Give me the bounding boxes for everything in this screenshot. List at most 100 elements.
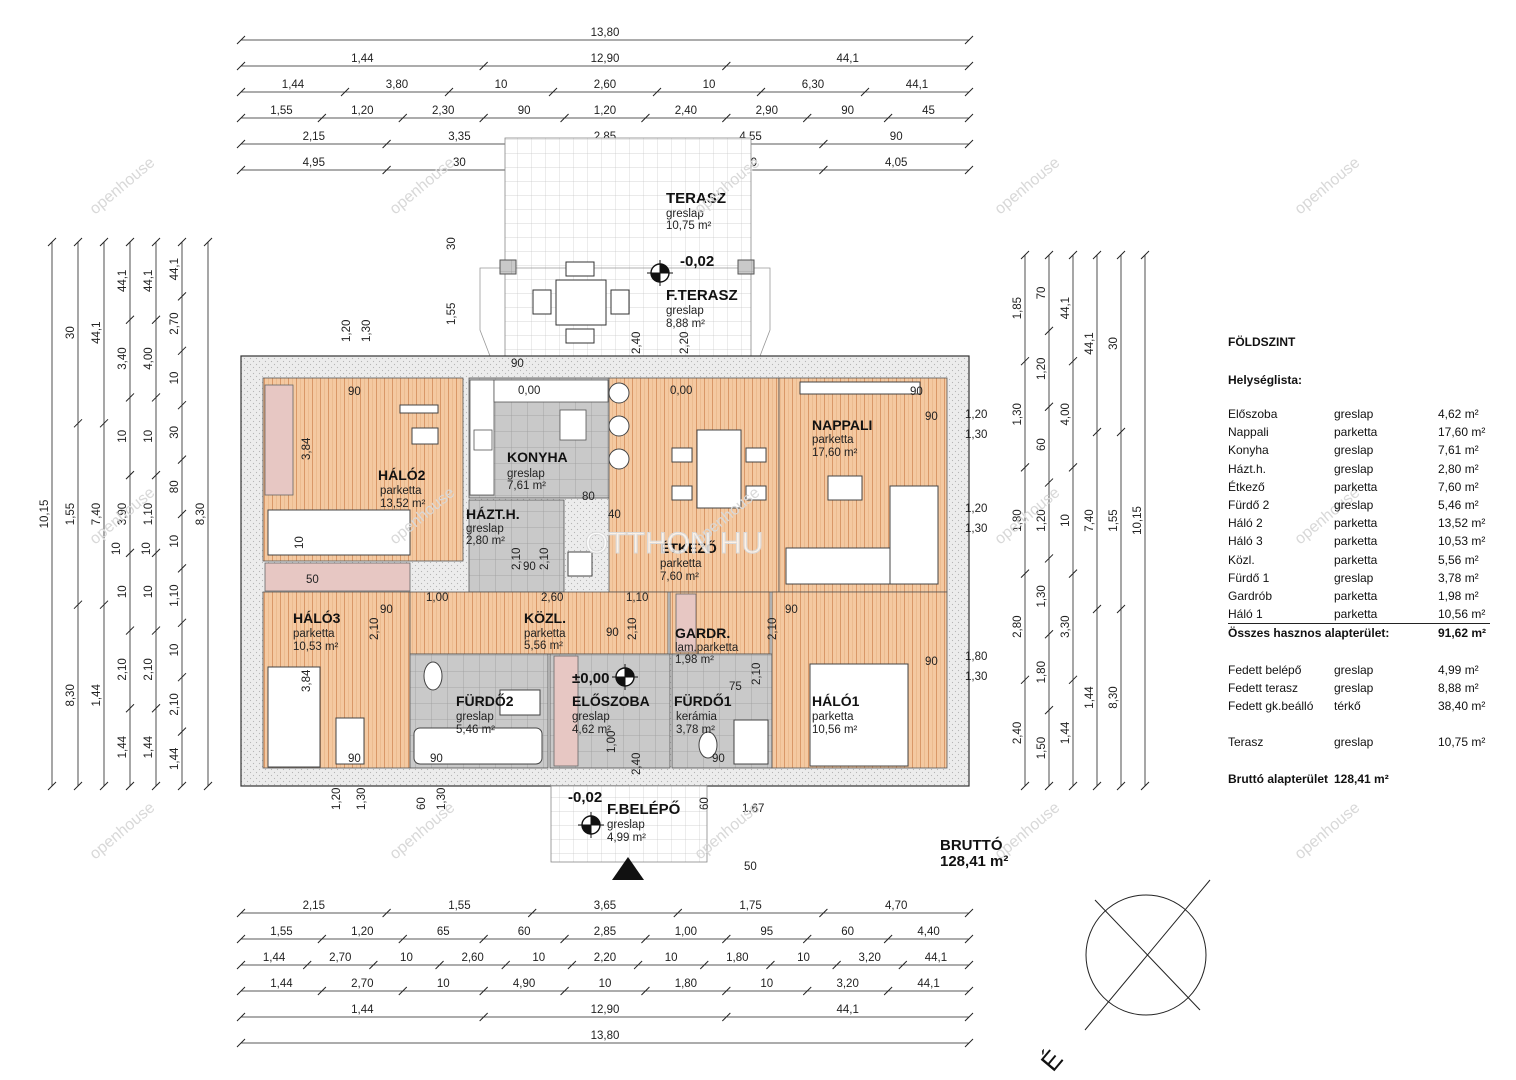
- dimension-label: 4,95: [303, 157, 325, 169]
- dimension-label: 2,80: [1012, 616, 1024, 638]
- dimension-label: 1,55: [65, 503, 77, 525]
- watermark-corner: openhouse: [992, 799, 1064, 863]
- svg-text:F.TERASZ: F.TERASZ: [666, 287, 738, 304]
- inner-label: 10: [294, 536, 306, 549]
- svg-text:FÜRDŐ2: FÜRDŐ2: [456, 692, 514, 709]
- entrance-arrow: [612, 857, 644, 880]
- dimension-label: 4,00: [143, 347, 155, 369]
- dimension-label: 3,30: [1060, 616, 1072, 638]
- terrace-pillar: [499, 259, 517, 275]
- dimension-label: 3,35: [448, 131, 470, 143]
- inner-label: 50: [744, 861, 757, 873]
- svg-text:F.BELÉPŐ: F.BELÉPŐ: [607, 800, 681, 818]
- svg-text:4,62 m²: 4,62 m²: [572, 724, 611, 736]
- beds: [267, 404, 909, 768]
- dimension-label: 3,80: [386, 79, 408, 91]
- dimension-label: 30: [453, 157, 466, 169]
- svg-text:greslap: greslap: [666, 305, 704, 317]
- dimension-label: 1,80: [1036, 661, 1048, 683]
- inner-label: 90: [910, 386, 923, 398]
- dimension-label: 2,85: [594, 926, 616, 938]
- room-hazth: [468, 499, 565, 593]
- entrance-landing: [550, 785, 708, 863]
- dimension-label: 44,1: [925, 952, 947, 964]
- dimension-label: 60: [1036, 438, 1048, 451]
- inner-label: 90: [523, 561, 536, 573]
- dimension-label: 1,80: [675, 978, 697, 990]
- dimension-label: 2,15: [303, 900, 325, 912]
- dimension-label: 44,1: [836, 1004, 858, 1016]
- dimension-label: 44,1: [836, 53, 858, 65]
- inner-label: 1,00: [606, 731, 618, 753]
- svg-text:lam.parketta: lam.parketta: [675, 642, 739, 654]
- inner-label: 0,00: [670, 385, 692, 397]
- svg-text:5,46 m²: 5,46 m²: [456, 724, 495, 736]
- inner-label: 2,20: [679, 332, 691, 354]
- window-label: 1,80: [965, 651, 987, 663]
- dimension-label: 6,30: [802, 79, 824, 91]
- dimension-label: 1,44: [270, 978, 293, 990]
- dimension-label: 8,30: [195, 503, 207, 525]
- svg-text:kerámia: kerámia: [676, 711, 718, 723]
- dimension-label: 1,55: [448, 900, 470, 912]
- dimensions-left: 10,15301,558,3044,17,401,4444,13,40103,9…: [39, 237, 213, 791]
- dimension-label: 90: [841, 105, 854, 117]
- dimension-label: 12,90: [591, 53, 620, 65]
- dimensions-right: 1,851,301,802,802,40701,20601,201,301,80…: [1012, 250, 1150, 791]
- inner-label: 1,67: [742, 803, 764, 815]
- inner-label: 90: [712, 753, 725, 765]
- dimension-label: 80: [169, 480, 181, 493]
- dimension-label: 1,44: [351, 53, 374, 65]
- dimension-label: 1,44: [1060, 721, 1072, 744]
- window-labels: 1,201,301,201,301,801,30: [965, 409, 987, 683]
- dimension-label: 3,20: [859, 952, 881, 964]
- inner-label: 1,10: [626, 592, 648, 604]
- dimension-label: 44,1: [169, 258, 181, 280]
- terrace-row: Terasz greslap 10,75 m²: [1228, 735, 1486, 750]
- svg-text:greslap: greslap: [666, 208, 704, 220]
- watermark-center: OTTHON HU: [585, 527, 763, 560]
- dimension-label: 2,40: [675, 105, 697, 117]
- dimension-label: 2,40: [1012, 722, 1024, 744]
- svg-text:parketta: parketta: [293, 628, 335, 640]
- svg-text:greslap: greslap: [466, 523, 504, 535]
- dimension-label: 1,44: [117, 735, 129, 758]
- dimension-label: 44,1: [91, 321, 103, 343]
- dimension-label: 1,30: [1036, 585, 1048, 607]
- dimension-label: 1,80: [726, 952, 748, 964]
- inner-label: 2,10: [511, 548, 523, 570]
- terrace-area: [504, 137, 752, 357]
- dimension-label: 90: [890, 131, 903, 143]
- inner-label: 50: [306, 574, 319, 586]
- inner-label: 60: [416, 797, 428, 810]
- window-label: 1,30: [965, 671, 987, 683]
- dimension-label: 1,20: [351, 105, 373, 117]
- dining-table: [608, 382, 767, 509]
- wardrobes: [264, 384, 697, 767]
- dimension-label: 30: [1108, 337, 1120, 350]
- svg-text:HÁLÓ2: HÁLÓ2: [378, 466, 426, 483]
- dimension-label: 2,10: [169, 693, 181, 715]
- dimension-label: 1,30: [1012, 403, 1024, 425]
- dimension-label: 1,44: [169, 747, 181, 770]
- dimension-label: 1,20: [1036, 358, 1048, 380]
- dimension-label: 44,1: [1084, 332, 1096, 354]
- inner-label: 10: [111, 542, 123, 555]
- dimension-label: 95: [760, 926, 773, 938]
- dimension-label: 1,10: [169, 584, 181, 606]
- dimension-label: 4,05: [885, 157, 907, 169]
- svg-text:TERASZ: TERASZ: [666, 190, 726, 207]
- dimension-label: 44,1: [143, 270, 155, 292]
- window-label: 1,20: [965, 409, 987, 421]
- dimension-label: 65: [437, 926, 450, 938]
